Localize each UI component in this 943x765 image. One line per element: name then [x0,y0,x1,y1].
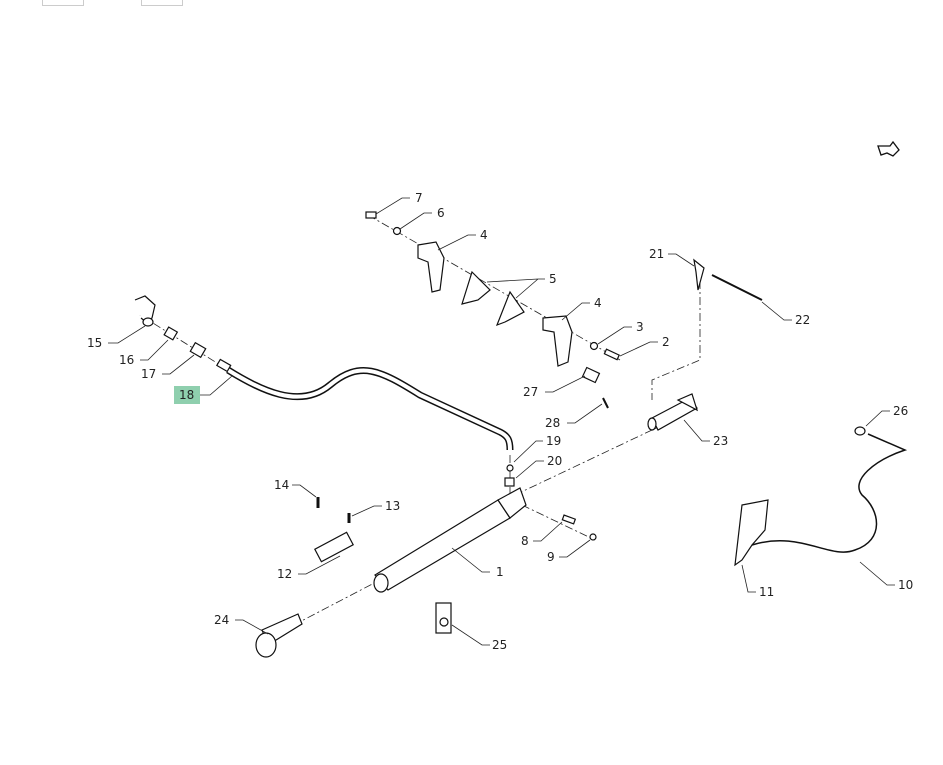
hydraulic-hose[interactable] [226,367,514,451]
cable-and-bracket[interactable] [734,426,908,567]
toolbar-button-right[interactable] [141,0,183,6]
next-view-arrow-icon[interactable] [877,140,900,157]
leader-lines [108,197,895,646]
pin-and-rod[interactable] [647,258,763,431]
callout-24[interactable]: 24 [214,613,229,627]
callout-8[interactable]: 8 [521,534,529,548]
callout-18[interactable]: 18 [179,388,194,402]
callout-19[interactable]: 19 [546,434,561,448]
clevis-and-decal[interactable] [255,602,452,658]
fitting-parts[interactable] [134,295,515,487]
callout-14[interactable]: 14 [274,478,289,492]
mounting-brackets[interactable] [365,211,620,409]
callout-9[interactable]: 9 [547,550,555,564]
callout-23[interactable]: 23 [713,434,728,448]
callout-17[interactable]: 17 [141,367,156,381]
callout-15[interactable]: 15 [87,336,102,350]
axis-line [367,214,621,361]
callout-7[interactable]: 7 [415,191,423,205]
callout-25[interactable]: 25 [492,638,507,652]
callout-6[interactable]: 6 [437,206,445,220]
axis-line [521,504,596,541]
callout-2[interactable]: 2 [662,335,670,349]
toolbar-button-left[interactable] [42,0,84,6]
callout-28[interactable]: 28 [545,416,560,430]
callout-4[interactable]: 4 [594,296,602,310]
callout-27[interactable]: 27 [523,385,538,399]
callout-11[interactable]: 11 [759,585,774,599]
callout-1[interactable]: 1 [496,565,504,579]
callout-16[interactable]: 16 [119,353,134,367]
callout-22[interactable]: 22 [795,313,810,327]
callout-13[interactable]: 13 [385,499,400,513]
callout-26[interactable]: 26 [893,404,908,418]
callout-5[interactable]: 5 [549,272,557,286]
callout-3[interactable]: 3 [636,320,644,334]
callout-20[interactable]: 20 [547,454,562,468]
axis-line [651,265,701,400]
hydraulic-cylinder[interactable] [314,487,597,593]
axis-line [139,314,226,369]
callout-12[interactable]: 12 [277,567,292,581]
callout-4[interactable]: 4 [480,228,488,242]
callout-21[interactable]: 21 [649,247,664,261]
callout-10[interactable]: 10 [898,578,913,592]
highlight-box [174,386,200,404]
